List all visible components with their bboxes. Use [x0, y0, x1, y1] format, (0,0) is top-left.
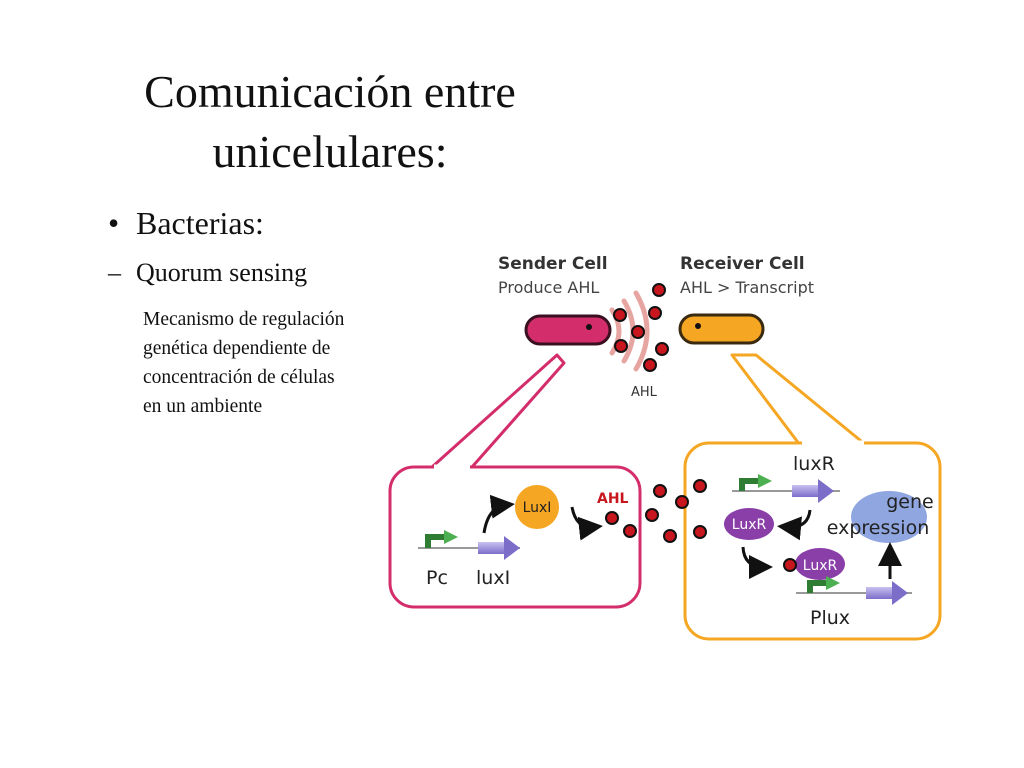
- bullet-text: Bacterias:: [136, 205, 264, 241]
- subbullet-text: Quorum sensing: [136, 258, 308, 287]
- description: Mecanismo de regulación genética dependi…: [143, 305, 367, 425]
- sender-cell: [524, 314, 612, 346]
- receiver-cell-title: Receiver Cell: [680, 254, 805, 274]
- luxr-protein-label: LuxR: [732, 517, 767, 533]
- subbullet-dash: –: [108, 258, 121, 287]
- bullet-bacterias: • Bacterias:: [108, 205, 264, 242]
- ahl-bound-molecule: [783, 558, 797, 572]
- binding-arrow-icon: [741, 546, 773, 579]
- pc-promoter-icon: [425, 530, 458, 548]
- luxi-gene-icon: [478, 536, 520, 560]
- subbullet-quorum: –Quorum sensing: [108, 258, 307, 288]
- quorum-sensing-diagram: Sender Cell Produce AHL Receiver Cell AH…: [388, 254, 942, 641]
- ahl-molecules-panel: [605, 479, 707, 543]
- synthesis-arrow-icon: [570, 506, 603, 541]
- luxi-protein: [515, 485, 559, 529]
- luxr-bound-label: LuxR: [803, 558, 838, 574]
- plux-promoter-icon: [807, 576, 840, 593]
- luxr-promoter-icon: [739, 474, 772, 491]
- translation-arrow-icon: [482, 494, 515, 534]
- luxr-translation-arrow-icon: [777, 509, 812, 541]
- luxi-protein-label: LuxI: [523, 500, 552, 516]
- luxr-gene-label: luxR: [793, 453, 835, 475]
- plux-label: Plux: [810, 607, 850, 629]
- ahl-label-panel: AHL: [597, 491, 629, 507]
- sender-panel-content: Pc luxI LuxI AHL: [418, 485, 629, 589]
- ahl-label-top: AHL: [631, 385, 658, 400]
- sender-callout: [388, 353, 642, 609]
- title-line-2: unicelulares:: [212, 126, 448, 177]
- receiver-cell: [678, 313, 765, 345]
- luxi-gene-label: luxI: [476, 567, 510, 589]
- gene-expression-line-1: gene: [886, 491, 933, 513]
- pc-label: Pc: [426, 567, 448, 589]
- description-line-3: concentración de células: [143, 367, 335, 388]
- slide-title: Comunicación entre unicelulares:: [80, 62, 580, 182]
- luxr-bound-protein: [795, 548, 845, 580]
- receiver-panel-content: luxR LuxR gene expression LuxR Pl: [724, 453, 934, 629]
- gene-expression-line-2: expression: [827, 517, 930, 539]
- ahl-molecules-top: [613, 283, 669, 372]
- description-line-1: Mecanismo de regulación: [143, 309, 345, 330]
- gene-expression-blob: [851, 491, 927, 543]
- receiver-cell-subtitle: AHL > Transcript: [680, 278, 814, 297]
- target-gene-icon: [866, 581, 908, 605]
- sender-cell-title: Sender Cell: [498, 254, 608, 274]
- bullet-dot: •: [108, 205, 120, 241]
- luxr-gene-icon: [792, 479, 834, 503]
- description-line-2: genética dependiente de: [143, 338, 331, 359]
- sender-cell-subtitle: Produce AHL: [498, 278, 599, 297]
- title-line-1: Comunicación entre: [144, 66, 516, 117]
- description-line-4: en un ambiente: [143, 396, 263, 417]
- luxr-protein: [724, 508, 774, 540]
